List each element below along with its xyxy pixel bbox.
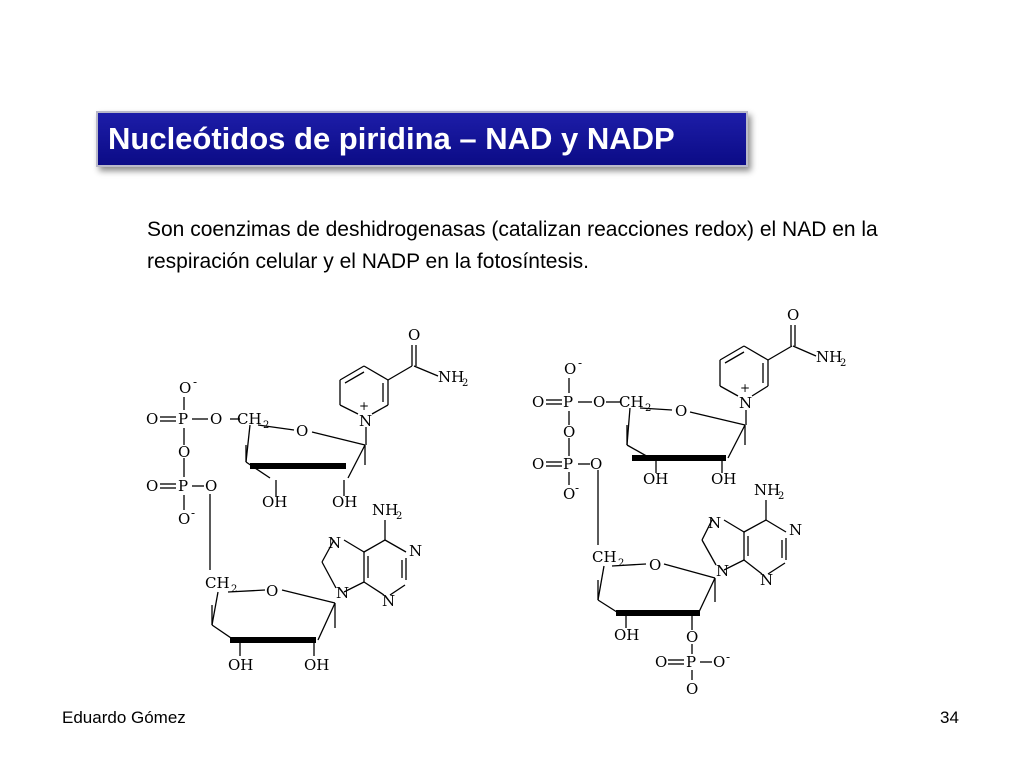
- nadp-o8: O: [655, 653, 667, 671]
- nadp-o3: O: [593, 393, 605, 411]
- nadp-nh2-adenine: NH: [754, 481, 780, 499]
- nad-o2: O: [146, 410, 158, 428]
- nadp-adenine-n3: N: [760, 571, 773, 589]
- nadp-o4: O: [563, 423, 575, 441]
- slide-body-text: Son coenzimas de deshidrogenasas (catali…: [147, 218, 878, 273]
- nadp-p1: P: [563, 393, 573, 411]
- nad-o5: O: [146, 477, 158, 495]
- nadp-ch2-bottom-sub: 2: [618, 558, 624, 569]
- nadp-adenine-n9: N: [716, 562, 729, 580]
- nad-nh2-adenine: NH: [372, 501, 398, 519]
- nad-ch2-bottom-sub: 2: [231, 584, 237, 595]
- nadp-o-2prime: O: [686, 628, 698, 646]
- nad-ch2-top: CH: [237, 410, 262, 428]
- nad-o6: O: [205, 477, 217, 495]
- nadp-oh2: OH: [711, 470, 736, 488]
- nadp-minus3: -: [726, 650, 730, 664]
- nad-adenine-n9: N: [336, 584, 349, 602]
- footer-page-number: 34: [940, 708, 959, 727]
- nadp-adenine-n7: N: [708, 514, 721, 532]
- nad-o1: O: [179, 379, 191, 397]
- nadp-o9: O: [713, 653, 725, 671]
- nadp-minus1: -: [578, 356, 582, 370]
- nad-oh1: OH: [262, 493, 287, 511]
- nadp-adenine-n1: N: [789, 521, 802, 539]
- nad-oh2: OH: [332, 493, 357, 511]
- nadp-nh2-top: NH: [816, 348, 842, 366]
- nadp-o10: O: [686, 680, 698, 698]
- nad-adenine-n1: N: [409, 542, 422, 560]
- nadp-minus2: -: [575, 481, 579, 495]
- nadp-nh2-adenine-sub: 2: [778, 491, 784, 502]
- nad-p1: P: [178, 410, 188, 428]
- footer-author: Eduardo Gómez: [62, 708, 186, 727]
- nad-adenine-n7: N: [328, 534, 341, 552]
- nadp-amide-o: O: [787, 306, 799, 324]
- nad-ch2-top-sub: 2: [263, 420, 269, 431]
- nadp-ring-o1: O: [675, 402, 687, 420]
- nad-ring-o1: O: [296, 422, 308, 440]
- nad-nh2-adenine-sub: 2: [396, 511, 402, 522]
- nadp-ring-o2: O: [649, 556, 661, 574]
- nad-amide-o: O: [408, 326, 420, 344]
- nad-ch2-bottom: CH: [205, 574, 230, 592]
- nad-ring-o2: O: [266, 582, 278, 600]
- nadp-o6: O: [590, 455, 602, 473]
- nadp-o1: O: [564, 360, 576, 378]
- nadp-o7: O: [563, 485, 575, 503]
- nad-oh4: OH: [304, 656, 329, 674]
- nad-minus1: -: [193, 375, 197, 389]
- nad-o4: O: [178, 443, 190, 461]
- nad-nh2-top-sub: 2: [462, 378, 468, 389]
- slide-title: Nucleótidos de piridina – NAD y NADP: [108, 121, 675, 156]
- nadp-ch2-bottom: CH: [592, 548, 617, 566]
- nad-plus: +: [359, 399, 369, 413]
- nad-adenine-n3: N: [382, 592, 395, 610]
- nad-o7: O: [178, 510, 190, 528]
- slide-title-box: Nucleótidos de piridina – NAD y NADP: [96, 111, 748, 167]
- nadp-nh2-top-sub: 2: [840, 358, 846, 369]
- nad-o3: O: [210, 410, 222, 428]
- nadp-plus: +: [740, 381, 750, 395]
- nadp-p2: P: [563, 455, 573, 473]
- nad-p2: P: [178, 477, 188, 495]
- nadp-o2: O: [532, 393, 544, 411]
- nadp-o5: O: [532, 455, 544, 473]
- nadp-oh3: OH: [614, 626, 639, 644]
- nad-n-plus: N: [359, 412, 372, 430]
- nad-nh2-top: NH: [438, 368, 464, 386]
- nad-minus2: -: [191, 506, 195, 520]
- nadp-ch2-top-sub: 2: [645, 403, 651, 414]
- nadp-n-plus: N: [739, 394, 752, 412]
- nadp-ch2-top: CH: [619, 393, 644, 411]
- nadp-p3: P: [686, 653, 696, 671]
- nadp-oh1: OH: [643, 470, 668, 488]
- nad-oh3: OH: [228, 656, 253, 674]
